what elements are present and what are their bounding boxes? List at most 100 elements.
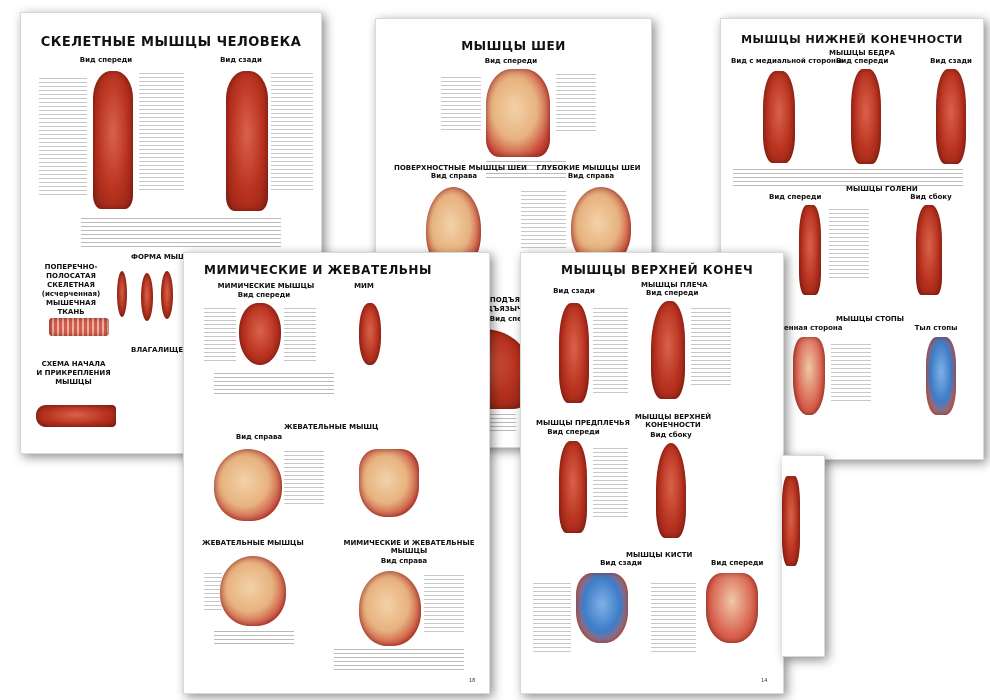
callout-lines-face — [204, 308, 236, 363]
muscle-tissue-sample — [49, 318, 109, 336]
shin-heading: МЫШЦЫ ГОЛЕНИ — [846, 185, 918, 193]
poster-upper-limb-muscles: МЫШЦЫ ВЕРХНЕЙ КОНЕЧ Вид сзади МЫШЦЫ ПЛЕЧ… — [520, 252, 784, 694]
view-front-label-2: Вид спереди — [489, 315, 543, 323]
dorsum-label: Тыл стопы — [914, 324, 958, 332]
mim-partial-heading: МИМ — [354, 282, 374, 290]
foot-dorsum-illustration — [926, 337, 956, 415]
poster-title: МЫШЦЫ ВЕРХНЕЙ КОНЕЧ — [561, 263, 754, 277]
forearm-front-illustration — [559, 441, 587, 533]
mimic-heading: МИМИЧЕСКИЕ МЫШЦЫ — [217, 282, 315, 290]
view-front-label-3: Вид спереди — [711, 559, 764, 567]
callout-lines-right — [271, 73, 313, 193]
muscle-shape-illustration-2 — [141, 273, 153, 321]
view-right-label-2: Вид справа — [380, 557, 428, 565]
mimic-chewing-heading: МИМИЧЕСКИЕ И ЖЕВАТЕЛЬНЫЕ МЫШЦЫ — [343, 539, 475, 555]
view-back-label: Вид сзади — [553, 287, 595, 295]
view-right-label-2: Вид справа — [567, 172, 615, 180]
legend-face — [214, 373, 334, 395]
shoulder-heading: МЫШЦЫ ПЛЕЧА — [641, 281, 708, 289]
callout-lines-arm — [593, 308, 628, 393]
plantar-label: Подошвенная сторона — [751, 324, 843, 332]
legend-thigh — [733, 169, 963, 187]
poster-skeletal-muscles: СКЕЛЕТНЫЕ МЫШЦЫ ЧЕЛОВЕКА Вид спереди Вид… — [20, 12, 322, 454]
callout-lines-left — [39, 78, 87, 198]
poster-partial-strip — [782, 455, 825, 657]
legend-block — [486, 161, 566, 181]
view-side-label: Вид сбоку — [650, 431, 692, 439]
skull-right-illustration — [214, 449, 282, 521]
chewing-skull-illustration — [220, 556, 286, 626]
skull-front-illustration — [359, 449, 419, 517]
hand-front-illustration — [706, 573, 758, 643]
view-back-label-2: Вид сзади — [600, 559, 642, 567]
shoulder-front-illustration — [651, 301, 685, 399]
callout-lines-shin — [829, 209, 869, 279]
muscle-shape-illustration-3 — [161, 271, 173, 319]
face-front-illustration — [239, 303, 281, 365]
view-front-label-2: Вид спереди — [547, 428, 600, 436]
forearm-partial-illustration — [782, 476, 800, 566]
poster-title: МЫШЦЫ НИЖНЕЙ КОНЕЧНОСТИ — [741, 33, 963, 46]
callout-lines-deep — [521, 191, 566, 251]
superficial-heading: ПОВЕРХНОСТНЫЕ МЫШЦЫ ШЕИ — [394, 164, 527, 172]
poster-title: МИМИЧЕСКИЕ И ЖЕВАТЕЛЬНЫ — [204, 263, 432, 277]
callout-lines-shoulder — [691, 308, 731, 388]
view-right-label: Вид справа — [430, 172, 478, 180]
page-number: 18 — [469, 678, 476, 684]
poster-title: СКЕЛЕТНЫЕ МЫШЦЫ ЧЕЛОВЕКА — [40, 35, 302, 50]
hand-heading: МЫШЦЫ КИСТИ — [626, 551, 693, 559]
arm-back-illustration — [559, 303, 589, 403]
forearm-heading: МЫШЦЫ ПРЕДПЛЕЧЬЯ — [536, 419, 630, 427]
view-front-label: Вид спереди — [484, 57, 538, 65]
callout-lines-foot — [831, 344, 871, 404]
muscle-attachment-illustration — [36, 405, 116, 427]
view-front-label-2: Вид спереди — [769, 193, 822, 201]
legend-head — [334, 649, 464, 671]
view-back-label: Вид сзади — [930, 57, 972, 65]
shin-front-illustration — [799, 205, 821, 295]
tendon-sheath-heading: ВЛАГАЛИЩЕ СУХО — [131, 346, 208, 354]
callout-lines-head — [424, 575, 464, 635]
callout-lines-skull — [284, 451, 324, 506]
page-number: 14 — [761, 678, 768, 684]
callout-lines-face-2 — [284, 308, 316, 363]
face-side-illustration — [359, 303, 381, 365]
deep-heading: ГЛУБОКИЕ МЫШЦЫ ШЕИ — [536, 164, 641, 172]
callout-lines-left — [441, 77, 481, 132]
poster-title: МЫШЦЫ ШЕИ — [461, 39, 566, 53]
thigh-back-illustration — [936, 69, 966, 164]
foot-plantar-illustration — [793, 337, 825, 415]
figure-back-illustration — [226, 71, 268, 211]
callout-lines-hand — [533, 583, 571, 653]
hand-back-illustration — [576, 573, 628, 643]
poster-mimic-chewing-muscles: МИМИЧЕСКИЕ И ЖЕВАТЕЛЬНЫ МИМИЧЕСКИЕ МЫШЦЫ… — [183, 252, 490, 694]
striated-tissue-heading: ПОПЕРЕЧНО- ПОЛОСАТАЯ СКЕЛЕТНАЯ (исчерчен… — [41, 263, 101, 316]
view-front-label: Вид спереди — [646, 289, 699, 297]
upper-limb-side-illustration — [656, 443, 686, 538]
view-right-label: Вид справа — [235, 433, 283, 441]
thigh-front-illustration — [851, 69, 881, 164]
poster-lower-limb-muscles: МЫШЦЫ НИЖНЕЙ КОНЕЧНОСТИ МЫШЦЫ БЕДРА Вид … — [720, 18, 984, 460]
thigh-heading: МЫШЦЫ БЕДРА — [829, 49, 895, 57]
callout-lines-hand-2 — [651, 583, 696, 653]
figure-front-illustration — [93, 71, 133, 209]
shin-side-illustration — [916, 205, 942, 295]
view-front-label: Вид спереди — [836, 57, 889, 65]
muscle-shape-illustration — [117, 271, 127, 317]
view-side-label: Вид сбоку — [910, 193, 952, 201]
callout-lines-mid — [139, 73, 184, 193]
view-back-label: Вид сзади — [220, 56, 262, 64]
foot-heading: МЫШЦЫ СТОПЫ — [836, 315, 905, 323]
view-medial-label: Вид с медиальной стороны — [731, 57, 843, 65]
callout-lines-forearm — [593, 448, 628, 518]
callout-lines-right — [556, 74, 596, 134]
view-front-label: Вид спереди — [79, 56, 133, 64]
thigh-medial-illustration — [763, 71, 795, 163]
legend-block — [81, 218, 281, 248]
view-front-label: Вид спереди — [237, 291, 291, 299]
neck-front-illustration — [486, 69, 550, 157]
head-right-illustration — [359, 571, 421, 646]
muscle-shape-heading: ФОРМА МЫШ — [131, 253, 187, 261]
origin-scheme-heading: СХЕМА НАЧАЛА И ПРИКРЕПЛЕНИЯ МЫШЦЫ — [36, 360, 111, 386]
callout-lines-chewing — [204, 573, 222, 613]
